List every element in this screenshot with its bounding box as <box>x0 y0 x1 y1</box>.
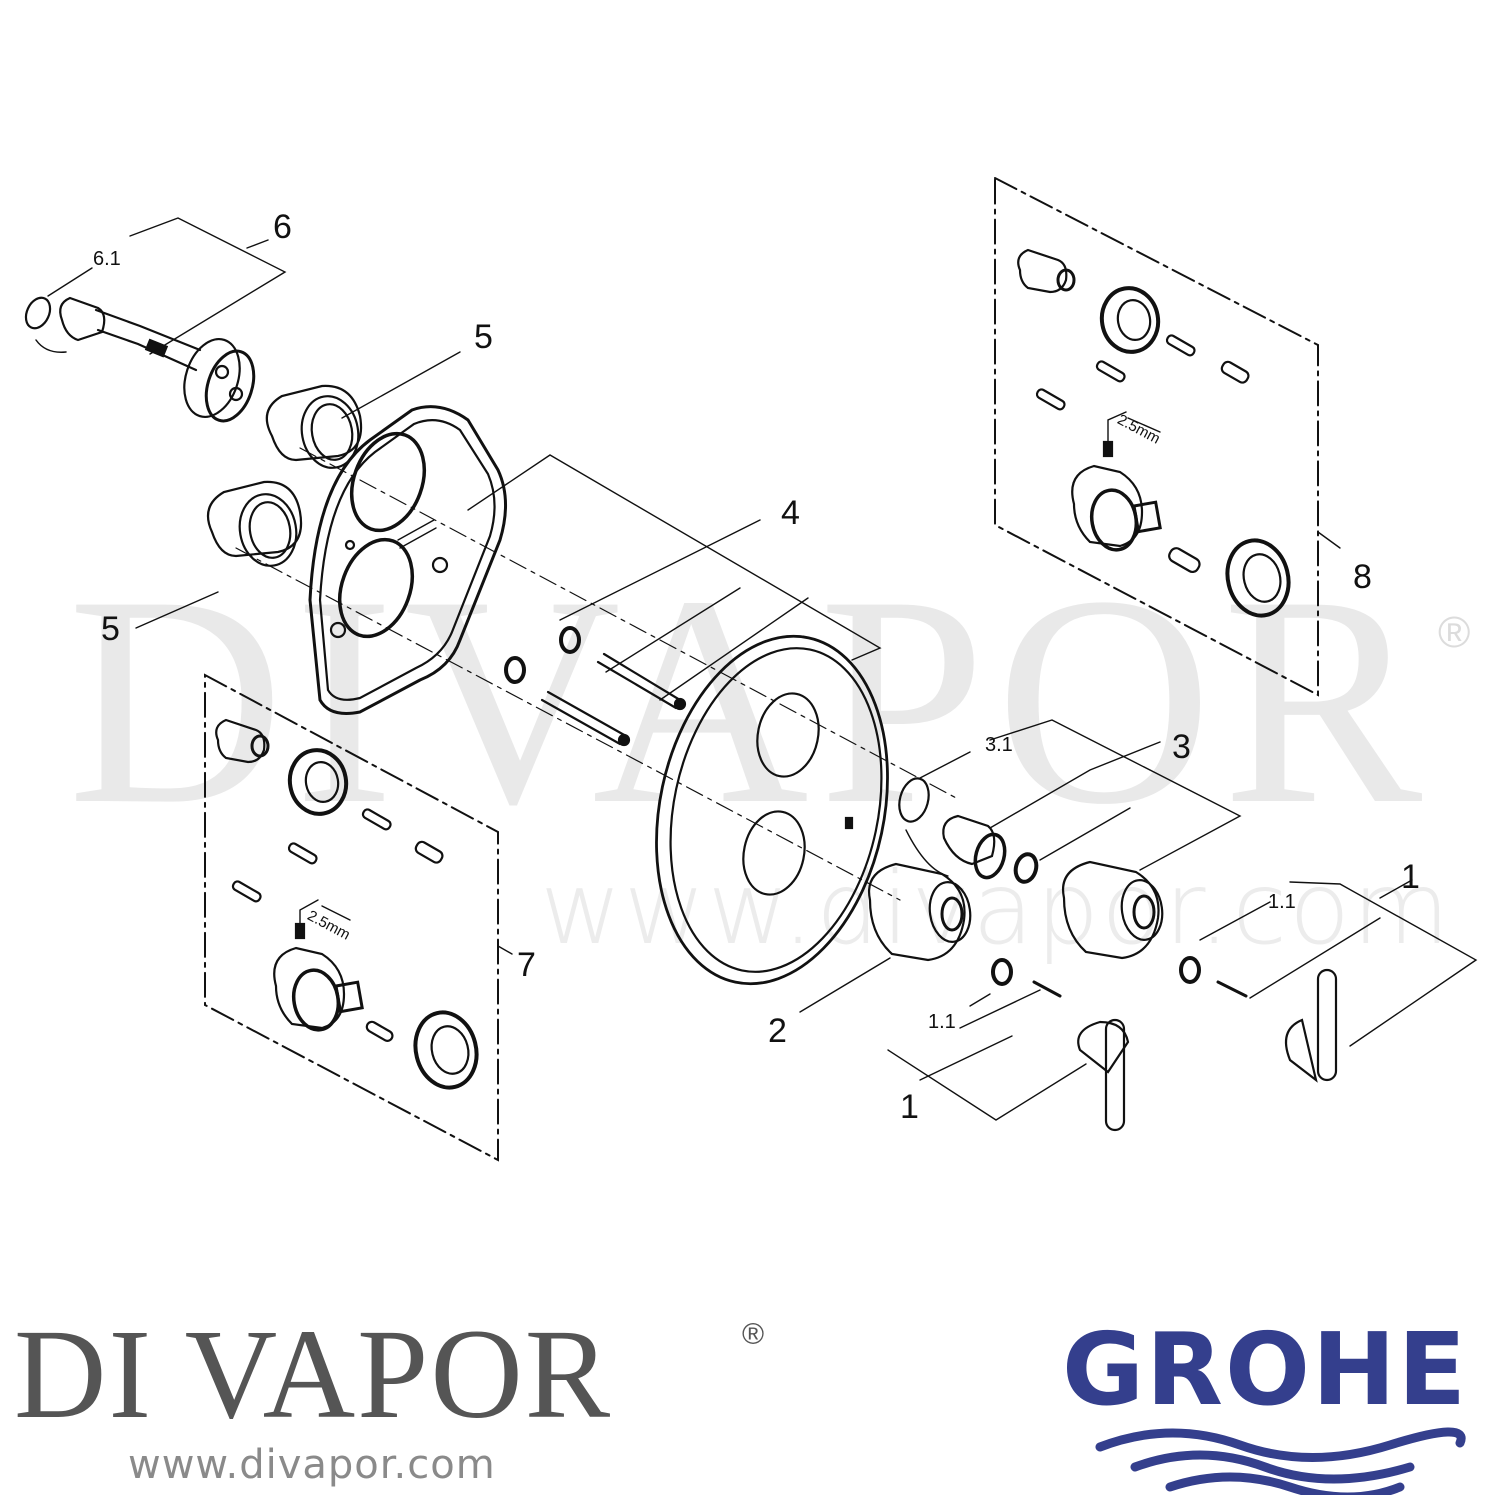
grohe-waves-icon <box>1095 1427 1466 1495</box>
callout-3: 3 <box>1172 728 1191 766</box>
leader-lines-5 <box>135 351 461 629</box>
divapor-logo: DI VAPOR ® www.divapor.com <box>14 1303 764 1488</box>
leader-lines-1-right <box>1199 879 1478 1047</box>
leader-lines-3 <box>919 719 1242 871</box>
leader-lines-4 <box>467 454 882 701</box>
callout-6-1: 6.1 <box>93 248 121 270</box>
part-7-kit-panel <box>204 673 499 1162</box>
grohe-wordmark: GROHE <box>1061 1311 1469 1428</box>
leader-line-7 <box>497 945 513 955</box>
part-mounting-plate <box>308 405 508 715</box>
part-3-handle-body <box>1061 860 1164 960</box>
watermark-url: www.divapor.com <box>540 850 1452 967</box>
callout-5-bottom: 5 <box>101 610 120 648</box>
callout-4: 4 <box>781 494 800 532</box>
callout-1-1-left: 1.1 <box>928 1011 956 1033</box>
leader-lines-1-left <box>887 989 1087 1121</box>
callout-8: 8 <box>1353 558 1372 596</box>
part-valve-disc <box>183 338 256 423</box>
divapor-logo-name: DI VAPOR <box>14 1303 613 1445</box>
part-2-handle-body <box>867 862 972 962</box>
callout-6: 6 <box>273 208 292 246</box>
callout-1-left: 1 <box>900 1088 919 1126</box>
leader-lines-6 <box>47 217 287 355</box>
part-1-lever-right <box>1179 956 1338 1083</box>
callout-7: 7 <box>517 946 536 984</box>
divapor-url: www.divapor.com <box>128 1442 496 1488</box>
part-6-spindle-cartridge <box>24 296 202 372</box>
callout-1-1-right: 1.1 <box>1268 891 1296 913</box>
part-escutcheon-plate <box>655 634 889 986</box>
part-3-diverter-cartridge <box>898 777 1039 884</box>
leader-line-2 <box>799 957 891 1013</box>
callout-5-top: 5 <box>474 318 493 356</box>
grohe-logo: GROHE <box>1040 1290 1490 1495</box>
watermark-registered-mark: ® <box>1438 608 1471 657</box>
part-5-sleeve-bottom <box>206 480 303 567</box>
leader-line-8 <box>1317 531 1341 549</box>
part-8-kit-panel <box>994 176 1319 697</box>
callout-3-1: 3.1 <box>985 734 1013 756</box>
divapor-registered-mark: ® <box>742 1318 765 1351</box>
callout-2: 2 <box>768 1012 787 1050</box>
axis-lines <box>235 447 961 901</box>
part-4-bolts <box>504 626 687 747</box>
part-1-lever-left <box>991 958 1130 1132</box>
callout-1-right: 1 <box>1401 858 1420 896</box>
